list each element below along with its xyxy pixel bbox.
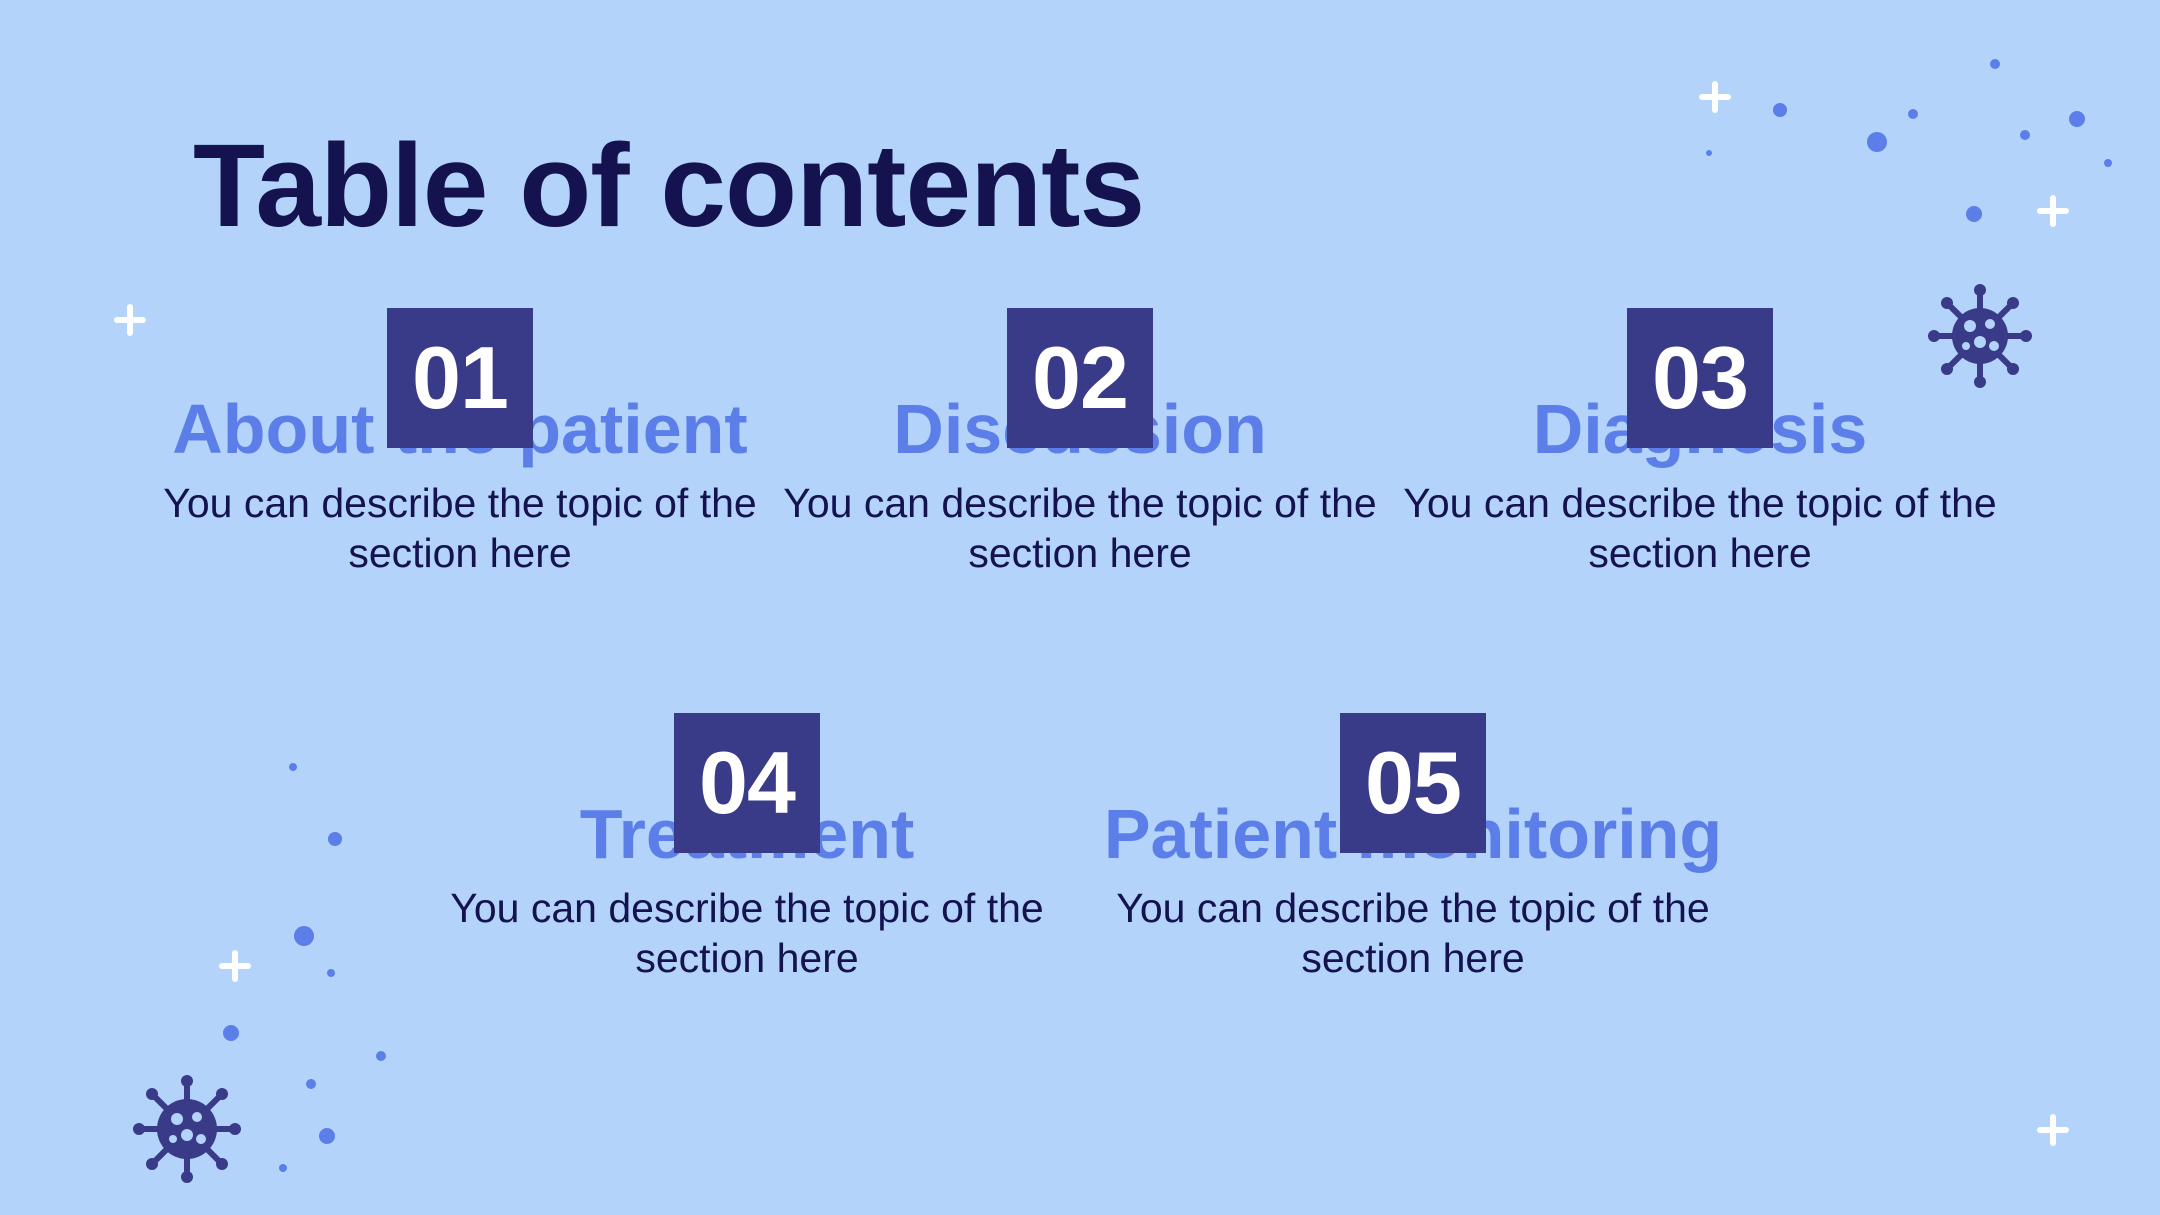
virus-icon [1928,284,2032,388]
section-number: 01 [387,308,533,448]
plus-icon [114,304,146,336]
dot-icon [1706,59,2112,222]
decor-top-right [1699,59,2112,388]
decor-bottom-left [133,763,386,1183]
plus-icon [1699,81,1731,113]
plus-icon [2037,1114,2069,1146]
section-description: You can describe the topic of the sectio… [783,480,1377,576]
section-description: You can describe the topic of the sectio… [1116,885,1710,981]
section-discussion: Discussion 02 You can describe the topic… [760,308,1400,608]
virus-icon [133,1075,241,1183]
section-about-the-patient: About the patient 01 You can describe th… [140,308,780,608]
plus-icon [219,950,251,982]
section-number: 02 [1007,308,1153,448]
section-number: 03 [1627,308,1773,448]
decor-bottom-right-plus [2037,1114,2069,1146]
section-description: You can describe the topic of the sectio… [163,480,757,576]
section-number: 04 [674,713,820,853]
page-title: Table of contents [193,120,1145,252]
decor-left-plus [114,304,146,336]
section-patient-monitoring: Patient monitoring 05 You can describe t… [1093,713,1733,1013]
section-description: You can describe the topic of the sectio… [1403,480,1997,576]
section-description: You can describe the topic of the sectio… [450,885,1044,981]
dot-icon [223,763,386,1172]
section-number: 05 [1340,713,1486,853]
plus-icon [2037,195,2069,227]
section-treatment: Treatment 04 You can describe the topic … [427,713,1067,1013]
section-diagnosis: Diagnosis 03 You can describe the topic … [1380,308,2020,608]
